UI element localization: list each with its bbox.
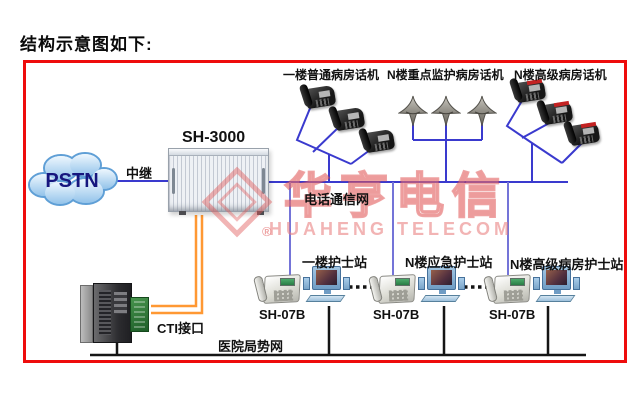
station3-label: N楼高级病房护士站 — [510, 257, 624, 272]
nurse-phone-icon — [252, 272, 301, 306]
pstn-text: PSTN — [45, 170, 98, 192]
pbx-feet — [179, 211, 186, 215]
ceiling-speaker-icon — [467, 95, 497, 127]
ceiling-speaker-icon — [431, 95, 461, 127]
page-title: 结构示意图如下: — [20, 35, 153, 54]
cti-card — [130, 297, 149, 332]
cti-server-tower — [80, 283, 132, 343]
pbx-handle — [262, 168, 265, 194]
nurse-phone-icon — [482, 272, 531, 306]
station1-phone-model: SH-07B — [259, 307, 306, 322]
pbx-label: SH-3000 — [182, 129, 246, 146]
pbx-cabinet-top — [169, 149, 268, 156]
station2-label: N楼应急护士站 — [405, 255, 493, 270]
workstation-icon — [418, 266, 466, 308]
group1-label: 一楼普通病房话机 — [283, 68, 380, 82]
ward-phone-icon — [562, 120, 601, 148]
server-drive-slots — [114, 292, 127, 314]
workstation-icon — [533, 266, 581, 308]
server-vent — [99, 290, 111, 335]
station2-phone-model: SH-07B — [373, 307, 420, 322]
group3-label: N楼高级病房话机 — [514, 68, 607, 82]
trunk-label: 中继 — [126, 166, 153, 181]
workstation-icon — [303, 266, 351, 308]
pstn-cloud: PSTN — [28, 152, 118, 206]
pbx-cabinet — [168, 148, 269, 215]
pbx-handle — [172, 168, 175, 194]
station1-label: 一楼护士站 — [302, 255, 368, 270]
phone-network-label: 电话通信网 — [304, 192, 370, 207]
ward-phone-icon — [357, 127, 396, 155]
cti-label: CTI接口 — [157, 321, 204, 336]
nurse-phone-icon — [367, 272, 416, 306]
cti-card-chips — [134, 301, 145, 328]
station3-phone-model: SH-07B — [489, 307, 536, 322]
lan-label: 医院局势网 — [218, 339, 284, 354]
server-side-panel — [80, 285, 93, 343]
ceiling-speaker-icon — [398, 95, 428, 127]
group2-label: N楼重点监护病房话机 — [387, 68, 504, 82]
